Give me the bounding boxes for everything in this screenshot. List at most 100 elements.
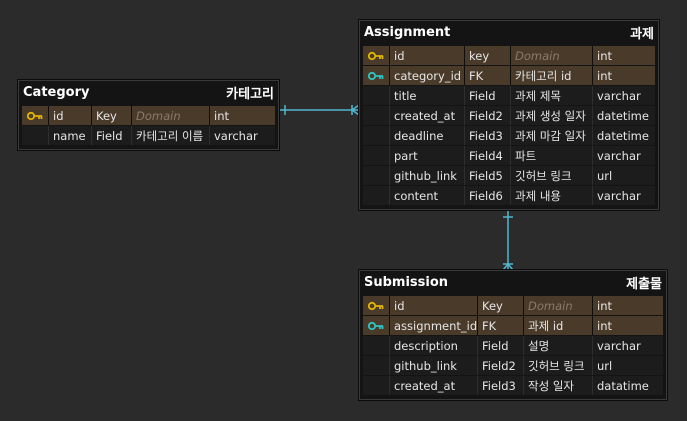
column-name: name [49,126,92,145]
table-row[interactable]: github_link Field5 깃허브 링크 url [363,166,655,185]
column-datatype: varchar [597,88,641,103]
column-datatype: int [597,68,612,83]
table-alias: 카테고리 [226,86,274,102]
empty-icon-cell [363,166,390,185]
column-domain: 설명 [524,336,593,355]
primary-key-icon [363,46,390,65]
column-type: Field [465,86,511,105]
column-datatype: datetime [597,108,649,123]
column-type: Field [92,126,132,145]
table-name: Category [23,84,90,100]
column-name: id [390,46,465,65]
column-name: part [390,146,465,165]
assignment-table-header[interactable]: Assignment 과제 [360,21,658,43]
table-row[interactable]: part Field4 파트 varchar [363,146,655,165]
empty-icon-cell [363,106,390,125]
submission-table-header[interactable]: Submission 제출물 [360,271,666,293]
table-row[interactable]: title Field 과제 제목 varchar [363,86,655,105]
column-datatype: int [597,48,612,63]
column-type: Field5 [465,166,511,185]
column-datatype: varchar [597,148,641,163]
table-row[interactable]: id Key Domain int [22,106,275,125]
column-name: description [390,336,478,355]
table-row[interactable]: content Field6 과제 내용 varchar [363,186,655,205]
column-domain: 과제 생성 일자 [511,106,593,125]
table-name: Submission [364,274,449,290]
column-type: FK [478,316,524,335]
column-domain: 카테고리 id [511,66,593,85]
column-type: Key [92,106,132,125]
table-row[interactable]: deadline Field3 과제 마감 일자 datetime [363,126,655,145]
column-type: Key [478,296,524,315]
column-type: Field4 [465,146,511,165]
table-row[interactable]: created_at Field2 과제 생성 일자 datetime [363,106,655,125]
column-name: title [390,86,465,105]
table-row[interactable]: category_id FK 카테고리 id int [363,66,655,85]
table-row[interactable]: github_link Field2 깃허브 링크 url [363,356,663,375]
column-domain: 작성 일자 [524,376,593,395]
column-domain: 파트 [511,146,593,165]
category-assignment-relationship[interactable] [278,104,360,116]
column-datatype: datatime [597,378,649,393]
empty-icon-cell [363,126,390,145]
table-row[interactable]: assignment_id FK 과제 id int [363,316,663,335]
column-type: key [465,46,511,65]
assignment-submission-relationship[interactable] [502,211,514,271]
column-domain: 깃허브 링크 [524,356,593,375]
category-table-header[interactable]: Category 카테고리 [19,81,278,103]
column-datatype: varchar [597,338,641,353]
table-row[interactable]: id Key Domain int [363,296,663,315]
empty-icon-cell [363,146,390,165]
primary-key-icon [363,296,390,315]
column-domain: 카테고리 이름 [132,126,210,145]
column-domain: 과제 마감 일자 [511,126,593,145]
table-row[interactable]: id key Domain int [363,46,655,65]
assignment-table[interactable]: Assignment 과제 id key Domain int category… [359,20,659,210]
column-name: content [390,186,465,205]
foreign-key-icon [363,66,390,85]
assignment-table-body: id key Domain int category_id FK 카테고리 id… [360,43,658,209]
primary-key-icon [22,106,49,125]
column-type: Field2 [465,106,511,125]
table-alias: 제출물 [626,276,662,292]
column-type: FK [465,66,511,85]
table-name: Assignment [364,24,451,40]
crowfoot-right [507,263,514,271]
table-row[interactable]: created_at Field3 작성 일자 datatime [363,376,663,395]
table-row[interactable]: name Field 카테고리 이름 varchar [22,126,275,145]
crowfoot-left [502,263,509,271]
submission-table-body: id Key Domain int assignment_id FK 과제 id… [360,293,666,399]
foreign-key-icon [363,316,390,335]
column-type: Field6 [465,186,511,205]
column-type: Field3 [465,126,511,145]
column-domain: 과제 id [524,316,593,335]
column-type: Field [478,336,524,355]
column-name: github_link [390,166,465,185]
category-table-body: id Key Domain int name Field 카테고리 이름 var… [19,103,278,149]
empty-icon-cell [363,186,390,205]
column-name: deadline [390,126,465,145]
column-type: Field2 [478,356,524,375]
column-type: Field3 [478,376,524,395]
submission-table[interactable]: Submission 제출물 id Key Domain int assignm… [359,270,667,400]
column-domain: Domain [132,106,210,125]
column-name: created_at [390,106,465,125]
category-table[interactable]: Category 카테고리 id Key Domain int name Fie… [18,80,279,150]
column-datatype: datetime [597,128,649,143]
column-datatype: int [597,318,612,333]
column-domain: 과제 제목 [511,86,593,105]
column-datatype: int [214,108,229,123]
empty-icon-cell [363,336,390,355]
column-datatype: int [597,298,612,313]
column-domain: 과제 내용 [511,186,593,205]
column-domain: Domain [511,46,593,65]
empty-icon-cell [22,126,49,145]
column-name: id [390,296,478,315]
column-domain: 깃허브 링크 [511,166,593,185]
column-name: id [49,106,92,125]
table-row[interactable]: description Field 설명 varchar [363,336,663,355]
empty-icon-cell [363,86,390,105]
column-datatype: url [597,358,613,373]
column-name: category_id [390,66,465,85]
